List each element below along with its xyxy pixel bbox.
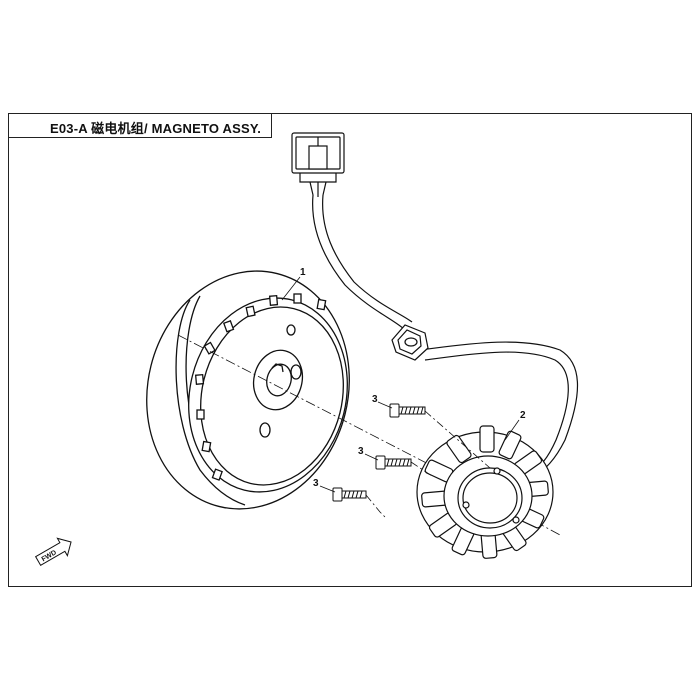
fwd-arrow-icon: FWD [34, 537, 72, 567]
bolt-upper [389, 403, 426, 418]
wire-connector [291, 132, 345, 197]
bolt-center-lines [365, 410, 491, 518]
callout-3-middle: 3 [358, 446, 364, 457]
wire-grommet [391, 324, 429, 361]
bolt-lower [332, 487, 367, 502]
fwd-label: FWD [41, 549, 58, 563]
stator-coil [416, 425, 554, 559]
diagram-frame [8, 113, 692, 587]
bolt-middle [375, 455, 412, 470]
leader-lines [281, 276, 520, 493]
wire-harness [312, 194, 578, 479]
diagram-title: E03-A 磁电机组/ MAGNETO ASSY. [50, 121, 262, 136]
callout-3-lower: 3 [313, 478, 319, 489]
callout-1: 1 [300, 267, 306, 278]
callout-2: 2 [520, 410, 526, 421]
callout-3-upper: 3 [372, 394, 378, 405]
flywheel-rotor [146, 270, 350, 510]
title-box [8, 113, 272, 138]
